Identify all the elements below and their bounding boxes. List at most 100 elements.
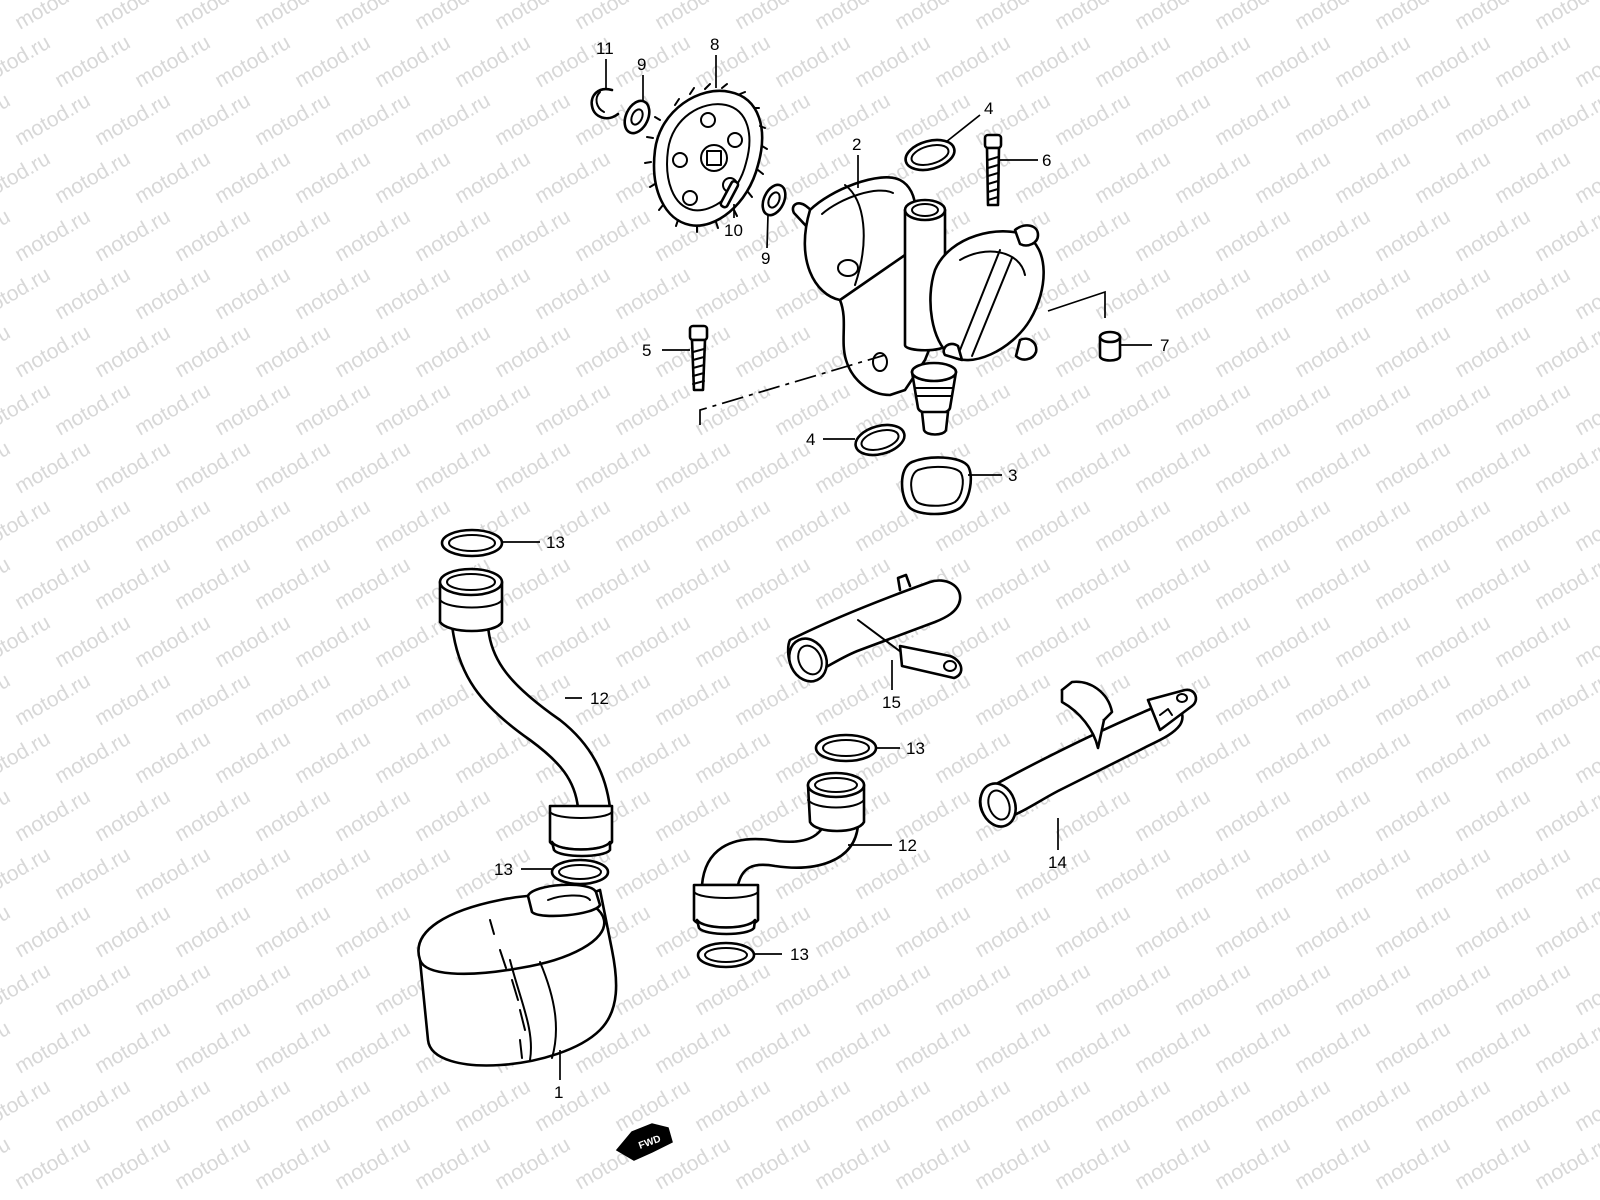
watermark-text: motod.ru (0, 89, 14, 150)
watermark-text: motod.ru (0, 205, 14, 266)
watermark-text: motod.ru (1171, 843, 1254, 904)
watermark-text: motod.ru (131, 1075, 214, 1136)
watermark-text: motod.ru (1571, 31, 1600, 92)
watermark-text: motod.ru (931, 727, 1014, 788)
watermark-text: motod.ru (1411, 959, 1494, 1020)
watermark-text: motod.ru (1331, 1075, 1414, 1136)
watermark-text: motod.ru (1211, 785, 1294, 846)
watermark-text: motod.ru (1011, 379, 1094, 440)
watermark-text: motod.ru (1331, 843, 1414, 904)
callout-1: 1 (554, 1083, 563, 1102)
watermark-text: motod.ru (331, 901, 414, 962)
part-1-oil-filter (417, 883, 618, 1067)
watermark-text: motod.ru (1091, 611, 1174, 672)
watermark-text: motod.ru (371, 147, 454, 208)
watermark-text: motod.ru (51, 147, 134, 208)
watermark-text: motod.ru (411, 437, 494, 498)
watermark-text: motod.ru (1091, 31, 1174, 92)
watermark-text: motod.ru (691, 1075, 774, 1136)
watermark-text: motod.ru (651, 1017, 734, 1078)
callout-5: 5 (642, 341, 651, 360)
watermark-text: motod.ru (171, 0, 254, 34)
watermark-text: motod.ru (0, 1017, 14, 1078)
callout-leaders (502, 55, 1152, 1080)
watermark-text: motod.ru (851, 31, 934, 92)
watermark-text: motod.ru (0, 147, 54, 208)
watermark-text: motod.ru (131, 379, 214, 440)
watermark-text: motod.ru (1451, 89, 1534, 150)
watermark-text: motod.ru (1411, 611, 1494, 672)
watermark-text: motod.ru (1411, 31, 1494, 92)
watermark-text: motod.ru (211, 611, 294, 672)
watermark-text: motod.ru (1371, 553, 1454, 614)
watermark-text: motod.ru (51, 611, 134, 672)
callout-2: 2 (852, 135, 861, 154)
watermark-text: motod.ru (291, 263, 374, 324)
watermark-text: motod.ru (291, 959, 374, 1020)
watermark-text: motod.ru (1371, 1133, 1454, 1194)
part-12-pipe-left (438, 567, 614, 858)
watermark-text: motod.ru (1451, 0, 1534, 34)
watermark-text: motod.ru (1171, 263, 1254, 324)
watermark-text: motod.ru (1131, 321, 1214, 382)
watermark-text: motod.ru (291, 843, 374, 904)
watermark-text: motod.ru (251, 89, 334, 150)
watermark-text: motod.ru (1491, 611, 1574, 672)
watermark-text: motod.ru (1051, 1133, 1134, 1194)
watermark-text: motod.ru (91, 1133, 174, 1194)
callout-9-lower: 9 (761, 249, 770, 268)
watermark-text: motod.ru (531, 495, 614, 556)
watermark-text: motod.ru (1171, 379, 1254, 440)
watermark-text: motod.ru (1011, 1075, 1094, 1136)
watermark-text: motod.ru (251, 901, 334, 962)
watermark-text: motod.ru (1411, 263, 1494, 324)
callout-13-bottom-left: 13 (494, 860, 513, 879)
watermark-text: motod.ru (1051, 901, 1134, 962)
callout-14: 14 (1048, 853, 1067, 872)
watermark-text: motod.ru (371, 379, 454, 440)
watermark-text: motod.ru (451, 31, 534, 92)
callout-13-top-left: 13 (546, 533, 565, 552)
watermark-text: motod.ru (251, 785, 334, 846)
watermark-text: motod.ru (971, 0, 1054, 34)
watermark-text: motod.ru (691, 611, 774, 672)
watermark-text: motod.ru (291, 495, 374, 556)
watermark-text: motod.ru (0, 321, 14, 382)
watermark-text: motod.ru (1531, 321, 1600, 382)
watermark-text: motod.ru (171, 437, 254, 498)
callout-10: 10 (724, 221, 743, 240)
watermark-text: motod.ru (1571, 147, 1600, 208)
watermark-text: motod.ru (1411, 843, 1494, 904)
watermark-text: motod.ru (1571, 727, 1600, 788)
watermark-text: motod.ru (331, 669, 414, 730)
watermark-text: motod.ru (0, 263, 54, 324)
watermark-text: motod.ru (731, 321, 814, 382)
watermark-text: motod.ru (1411, 727, 1494, 788)
callout-12-left: 12 (590, 689, 609, 708)
watermark-text: motod.ru (0, 1075, 54, 1136)
watermark-text: motod.ru (51, 727, 134, 788)
watermark-text: motod.ru (1211, 669, 1294, 730)
watermark-text: motod.ru (1371, 321, 1454, 382)
watermark-text: motod.ru (91, 669, 174, 730)
watermark-text: motod.ru (1491, 959, 1574, 1020)
watermark-text: motod.ru (1291, 89, 1374, 150)
watermark-text: motod.ru (251, 321, 334, 382)
watermark-text: motod.ru (371, 727, 454, 788)
watermark-text: motod.ru (1571, 379, 1600, 440)
watermark-text: motod.ru (1291, 0, 1374, 34)
watermark-text: motod.ru (331, 437, 414, 498)
watermark-text: motod.ru (211, 495, 294, 556)
watermark-text: motod.ru (1051, 553, 1134, 614)
watermark-text: motod.ru (211, 843, 294, 904)
watermark-text: motod.ru (1371, 785, 1454, 846)
watermark-text: motod.ru (131, 727, 214, 788)
watermark-text: motod.ru (611, 379, 694, 440)
watermark-text: motod.ru (1331, 727, 1414, 788)
watermark-text: motod.ru (91, 1017, 174, 1078)
watermark-text: motod.ru (891, 901, 974, 962)
watermark-text: motod.ru (211, 1075, 294, 1136)
watermark-text: motod.ru (1171, 31, 1254, 92)
watermark-text: motod.ru (1371, 901, 1454, 962)
